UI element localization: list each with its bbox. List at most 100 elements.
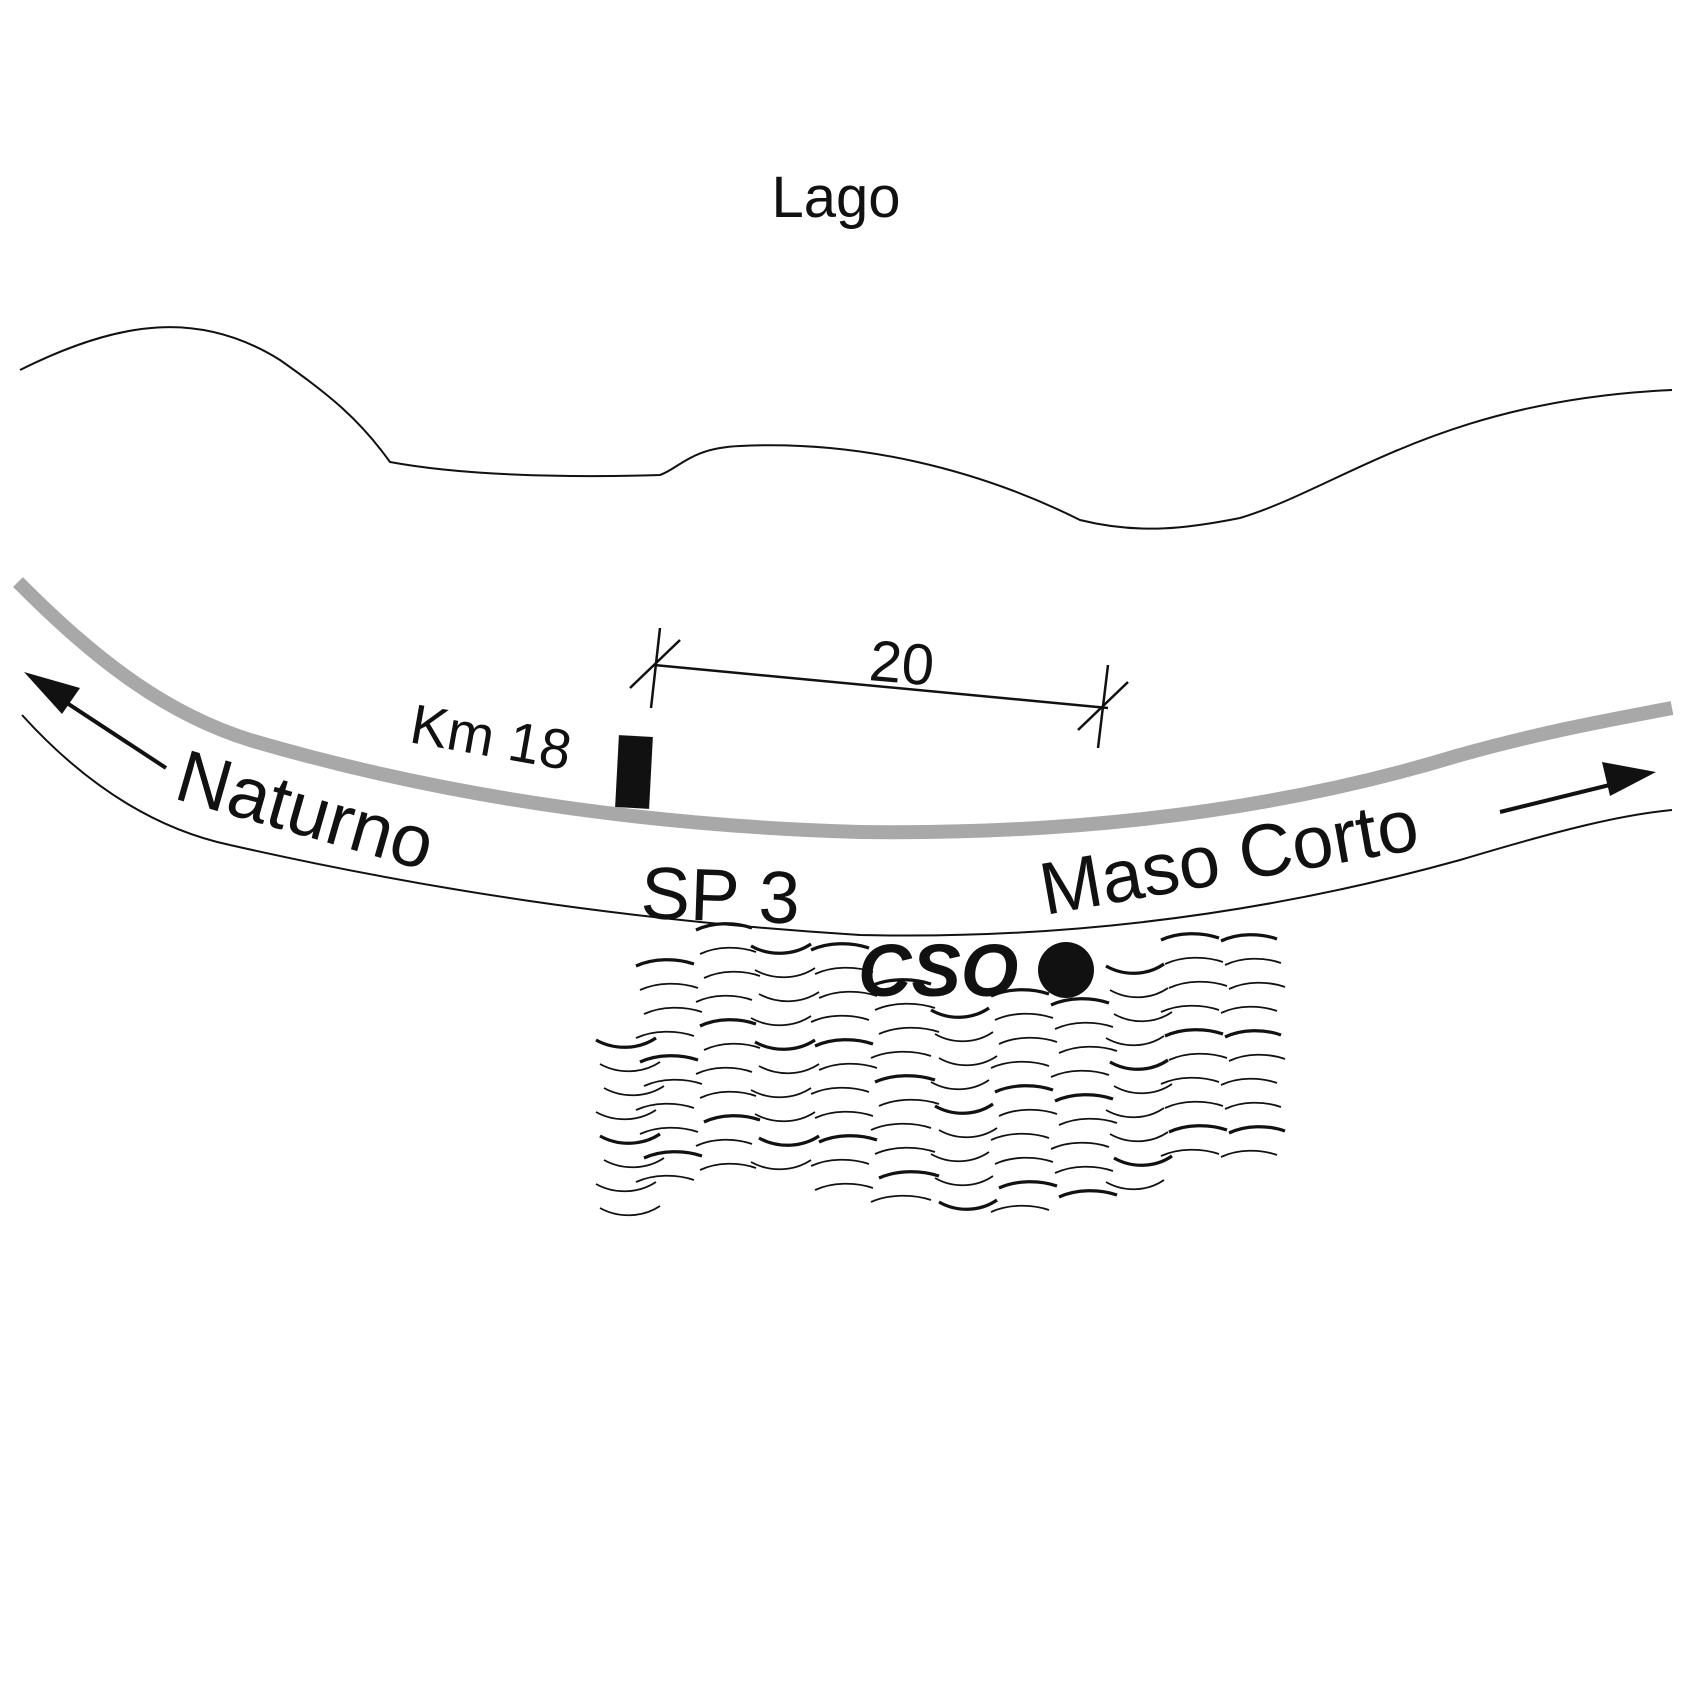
- hachure-mark: [750, 1087, 812, 1099]
- hachure-mark: [750, 1159, 812, 1171]
- hachure-mark: [1050, 1141, 1110, 1150]
- hachure-mark: [1113, 1083, 1173, 1095]
- hachure-mark: [874, 1146, 936, 1155]
- hachure-mark: [818, 990, 878, 999]
- hachure-mark: [934, 1102, 994, 1115]
- hachure-mark: [643, 1006, 703, 1015]
- site-point-icon: [1038, 942, 1094, 998]
- hachure-mark: [1160, 1004, 1220, 1013]
- hachure-mark: [1105, 1179, 1165, 1191]
- hachure-mark: [1058, 1117, 1118, 1126]
- hachure-mark: [998, 1108, 1058, 1117]
- hachure-mark: [1168, 1052, 1228, 1061]
- hachure-mark: [599, 1132, 661, 1145]
- hachure-mark: [695, 1066, 753, 1075]
- hachure-mark: [639, 982, 699, 991]
- hachure-mark: [1109, 1131, 1169, 1143]
- hachure-mark: [930, 1151, 990, 1163]
- hachure-mark: [695, 994, 753, 1003]
- hachure-mark: [758, 1063, 820, 1075]
- hachure-mark: [703, 1042, 761, 1051]
- hachure-mark: [1058, 1045, 1118, 1054]
- hachure-mark: [703, 1114, 761, 1124]
- hachure-mark: [810, 1014, 870, 1023]
- hachure-mark: [699, 1162, 757, 1171]
- hachure-mark: [1228, 1125, 1286, 1135]
- hachure-mark: [870, 1194, 932, 1203]
- hachure-mark: [595, 1109, 657, 1121]
- hachure-mark: [754, 1038, 816, 1051]
- hachure-mark: [1168, 980, 1228, 989]
- hachure-mark: [938, 1198, 998, 1211]
- hachure-mark: [1164, 956, 1224, 965]
- hachure-mark: [758, 1134, 820, 1147]
- hachure-mark: [635, 1102, 695, 1111]
- hachure-mark: [994, 1084, 1054, 1094]
- hachure-mark: [1228, 981, 1286, 990]
- hachure-mark: [818, 1062, 878, 1071]
- hachure-mark: [994, 1156, 1054, 1165]
- hachure-mark: [814, 1110, 874, 1119]
- hachure-mark: [1050, 1069, 1110, 1078]
- hachure-mark: [1054, 1093, 1114, 1103]
- hachure-mark: [1164, 1100, 1224, 1109]
- hachure-mark: [699, 1018, 757, 1028]
- hachure-mark: [1054, 1165, 1114, 1174]
- hachure-mark: [1224, 957, 1282, 966]
- hachure-mark: [998, 1180, 1058, 1190]
- hachure-mark: [1105, 1107, 1165, 1119]
- hachure-mark: [635, 958, 695, 968]
- hachure-mark: [990, 1132, 1050, 1141]
- slope-hachures: [595, 922, 1286, 1217]
- hachure-mark: [1113, 1011, 1173, 1023]
- hachure-mark: [878, 1026, 940, 1035]
- hachure-mark: [878, 1098, 940, 1107]
- hachure-mark: [1054, 1021, 1114, 1030]
- hachure-mark: [994, 1012, 1054, 1021]
- hachure-mark: [870, 978, 932, 988]
- hachure-mark: [603, 1085, 665, 1097]
- hachure-mark: [814, 1182, 874, 1191]
- distance-dimension-label: 20: [867, 628, 937, 698]
- km-marker-label: Km 18: [406, 692, 576, 782]
- hachure-mark: [814, 1038, 874, 1048]
- hachure-mark: [930, 1079, 990, 1091]
- hachure-mark: [990, 1060, 1050, 1069]
- hachure-mark: [934, 1175, 994, 1187]
- road-grey-line: [13, 577, 1674, 840]
- hachure-mark: [810, 1086, 870, 1095]
- hachure-mark: [934, 1031, 994, 1043]
- hachure-mark: [990, 988, 1050, 998]
- distance-dimension-line: [629, 627, 1129, 749]
- hachure-mark: [599, 1205, 661, 1217]
- hachure-mark: [1160, 1148, 1220, 1157]
- arrow-left-icon: [24, 672, 168, 770]
- hachure-mark: [1113, 1154, 1173, 1167]
- hachure-mark: [1105, 962, 1165, 975]
- hachure-mark: [1105, 1035, 1165, 1047]
- hachure-mark: [699, 946, 757, 955]
- hachure-mark: [1220, 1005, 1278, 1014]
- hachure-mark: [1220, 933, 1278, 943]
- hachure-mark: [699, 1090, 757, 1099]
- hachure-mark: [1224, 1101, 1282, 1110]
- lake-label: Lago: [771, 165, 900, 230]
- hachure-mark: [870, 1050, 932, 1059]
- hachure-mark: [599, 1061, 661, 1073]
- km-marker-symbol: [615, 735, 653, 809]
- hachure-mark: [1109, 1058, 1169, 1071]
- hachure-mark: [870, 1122, 932, 1131]
- hachure-mark: [1160, 1076, 1220, 1085]
- hachure-mark: [750, 1015, 812, 1027]
- lake-shoreline: [19, 326, 1673, 530]
- hachure-mark: [1224, 1029, 1282, 1039]
- hachure-mark: [938, 1055, 998, 1067]
- site-label: CSO: [858, 929, 1018, 1012]
- hachure-mark: [818, 1134, 878, 1144]
- hachure-mark: [1109, 987, 1169, 999]
- hachure-mark: [1228, 1053, 1286, 1062]
- hachure-mark: [603, 1157, 665, 1169]
- road-name-label: SP 3: [639, 851, 801, 940]
- hachure-mark: [1050, 997, 1110, 1007]
